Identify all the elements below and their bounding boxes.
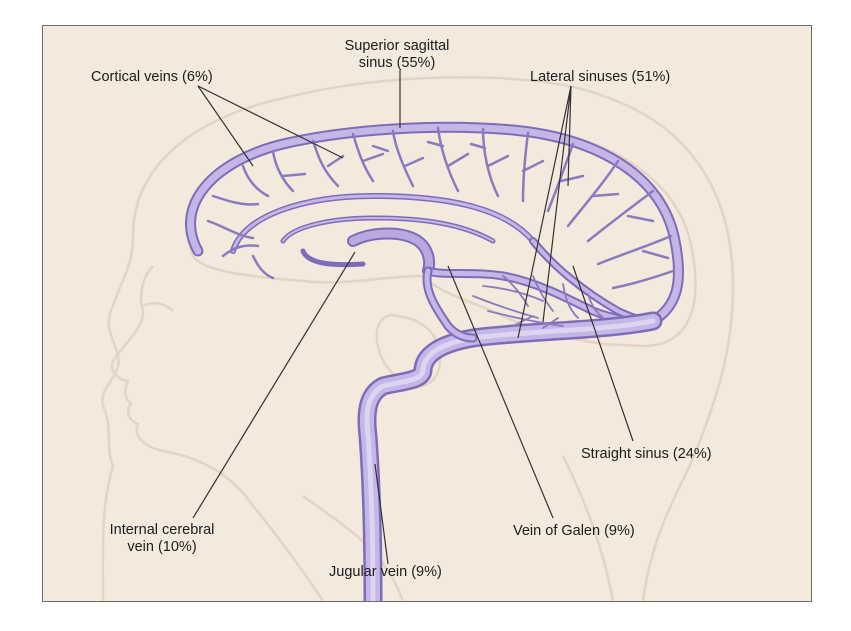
label-superior-sagittal-line1: Superior sagittal <box>344 38 450 54</box>
cerebellar-veins <box>472 275 604 329</box>
face-profile <box>110 265 325 601</box>
ear-outline <box>375 313 442 388</box>
label-internal-cerebral-line1: Internal cerebral <box>109 522 215 538</box>
label-jugular-vein: Jugular vein (9%) <box>329 564 442 580</box>
leader-lateral-2 <box>542 85 572 323</box>
leader-lateral-3 <box>567 85 572 187</box>
label-lateral-sinuses: Lateral sinuses (51%) <box>530 69 671 85</box>
diagram-frame <box>42 25 812 602</box>
label-superior-sagittal-line2: sinus (55%) <box>358 55 436 71</box>
leader-jugular <box>374 463 389 565</box>
skull-outline <box>101 76 735 601</box>
leader-straight-sinus <box>572 265 634 442</box>
label-internal-cerebral-vein: Internal cerebral vein (10%) <box>78 522 246 556</box>
label-vein-of-galen: Vein of Galen (9%) <box>513 523 635 539</box>
label-straight-sinus: Straight sinus (24%) <box>581 446 712 462</box>
label-internal-cerebral-line2: vein (10%) <box>127 539 197 555</box>
brain-venous-illustration <box>101 70 735 601</box>
leader-cortical-1 <box>197 85 254 167</box>
eye-outline <box>142 302 174 312</box>
jaw-line <box>302 494 405 601</box>
leader-cortical-2 <box>197 85 344 159</box>
label-superior-sagittal-sinus: Superior sagittal sinus (55%) <box>312 38 482 72</box>
leader-vein-of-galen <box>447 265 554 519</box>
neck-back <box>561 455 615 601</box>
cortical-veins <box>206 126 675 290</box>
inferior-sagittal-sinus <box>230 193 536 254</box>
label-cortical-veins: Cortical veins (6%) <box>91 69 213 85</box>
leader-lateral-1 <box>517 85 572 339</box>
leader-lines <box>192 70 634 565</box>
leader-internal-cerebral <box>192 251 356 519</box>
venous-system <box>185 121 684 601</box>
